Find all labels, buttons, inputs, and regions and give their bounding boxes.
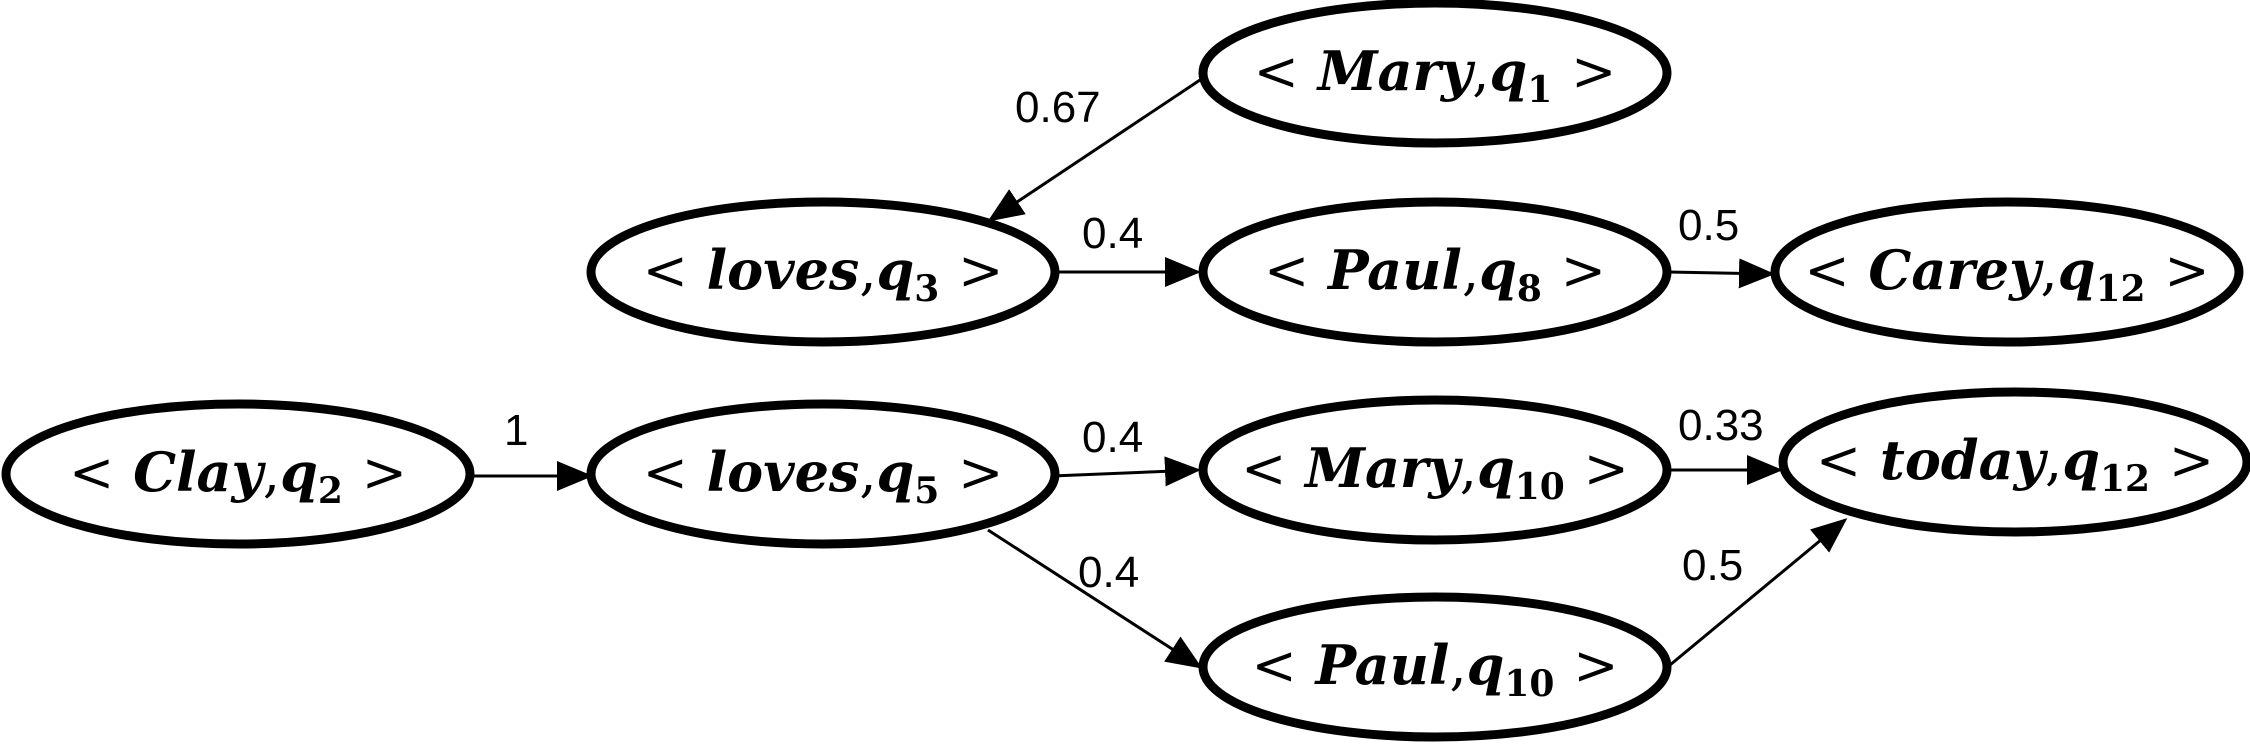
node-ellipse — [1198, 0, 1672, 148]
node-loves-q5: < loves,q5 > — [586, 399, 1060, 549]
edges: 0.67 0.4 0.5 1 0.4 0.33 0.4 0.5 — [472, 78, 1848, 669]
node-mary-q10: < Mary,q10 > — [1198, 395, 1672, 545]
node-label: < Mary,q10 > — [1241, 436, 1629, 508]
node-ellipse — [1198, 395, 1672, 545]
node-label: < Carey,q12 > — [1804, 238, 2209, 310]
edge-weight-label: 0.4 — [1078, 548, 1139, 597]
edge-paul-q8-to-carey-q12 — [1667, 258, 1775, 289]
edge-mary-q1-to-loves-q3 — [987, 78, 1201, 222]
edge-weight-label: 0.33 — [1678, 401, 1764, 450]
node-paul-q10: < Paul,q10 > — [1198, 592, 1672, 742]
node-ellipse — [1198, 197, 1672, 347]
node-ellipse — [1778, 387, 2250, 537]
node-loves-q3: < loves,q3 > — [586, 197, 1060, 347]
node-label: < Clay,q2 > — [69, 440, 407, 512]
node-label: < Mary,q1 > — [1254, 39, 1617, 111]
node-paul-q8: < Paul,q8 > — [1198, 197, 1672, 347]
edge-paul-q10-to-today-q12 — [1669, 518, 1848, 667]
node-carey-q12: < Carey,q12 > — [1770, 197, 2244, 347]
node-label: < loves,q5 > — [643, 440, 1004, 512]
edge-weight-label: 0.5 — [1678, 201, 1739, 250]
edge-weight-label: 0.4 — [1082, 413, 1143, 462]
edge-weight-label: 1 — [504, 406, 528, 455]
node-label: < today,q12 > — [1816, 428, 2214, 500]
node-label: < Paul,q8 > — [1264, 238, 1606, 310]
node-ellipse — [1, 399, 475, 549]
edge-loves-q5-to-mary-q10 — [1051, 456, 1201, 487]
node-label: < loves,q3 > — [643, 238, 1004, 310]
node-label: < Paul,q10 > — [1251, 633, 1618, 705]
edge-weight-label: 0.67 — [1015, 83, 1101, 132]
node-ellipse — [586, 197, 1060, 347]
node-today-q12: < today,q12 > — [1778, 387, 2250, 537]
node-clay-q2: < Clay,q2 > — [1, 399, 475, 549]
edge-weight-label: 0.5 — [1682, 541, 1743, 590]
node-ellipse — [1770, 197, 2244, 347]
node-ellipse — [1198, 592, 1672, 742]
edge-weight-label: 0.4 — [1082, 209, 1143, 258]
edge-loves-q5-to-paul-q10 — [987, 528, 1203, 669]
node-ellipse — [586, 399, 1060, 549]
node-mary-q1: < Mary,q1 > — [1198, 0, 1672, 148]
